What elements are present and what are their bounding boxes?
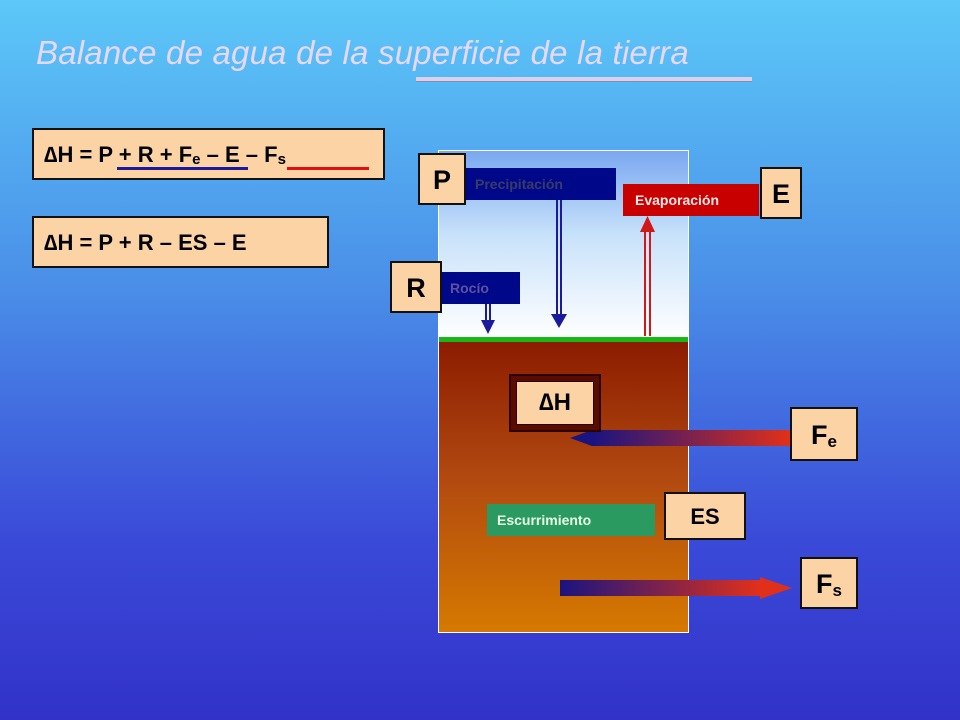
symbol-R: R xyxy=(390,261,442,313)
dew-label: Rocío xyxy=(438,272,520,304)
equation-box-2: ∆H = P + R – ES – E xyxy=(32,216,329,268)
evaporation-label: Evaporación xyxy=(623,184,759,216)
equation-1-prefix: ∆H = xyxy=(44,142,99,167)
equation-1-inputs: P + R + F xyxy=(98,142,193,167)
symbol-E: E xyxy=(760,167,802,219)
equation-1-sub-e: e xyxy=(192,151,201,168)
ground-surface-line xyxy=(439,337,688,342)
equation-box-1: ∆H = P + R + Fe – E – Fs xyxy=(32,128,385,180)
slide-title: Balance de agua de la superficie de la t… xyxy=(36,34,689,71)
symbol-P: P xyxy=(418,153,466,205)
symbol-Fe-letter: F xyxy=(811,420,828,450)
symbol-Fs-letter: F xyxy=(816,569,833,599)
precipitation-label: Precipitación xyxy=(460,168,616,200)
storage-change-box: ∆H xyxy=(509,374,601,432)
equation-1-f: F xyxy=(264,142,278,167)
symbol-Fs-sub: s xyxy=(832,581,842,600)
equation-1-dash-2: – xyxy=(239,142,265,167)
symbol-Fe: Fe xyxy=(790,407,858,461)
equation-1-inputs-underline xyxy=(117,167,248,170)
symbol-Fs: Fs xyxy=(800,557,858,609)
equation-1-sub-s: s xyxy=(277,151,286,168)
symbol-ES: ES xyxy=(664,492,746,540)
equation-1-outputs-underline xyxy=(287,167,369,170)
symbol-Fe-sub: e xyxy=(827,432,837,451)
equation-1-e: E xyxy=(224,142,240,167)
equation-1-dash-1: – xyxy=(200,142,225,167)
runoff-label: Escurrimiento xyxy=(487,504,655,536)
title-underline xyxy=(416,77,752,82)
storage-change-label: ∆H xyxy=(516,381,594,425)
